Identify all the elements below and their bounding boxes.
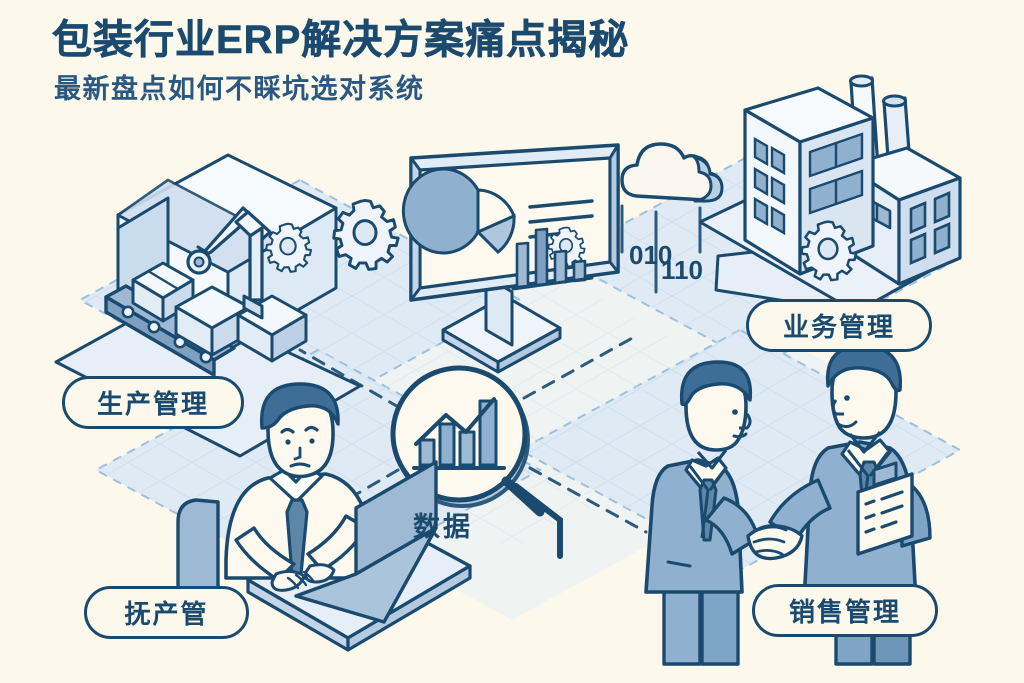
page-subtitle: 最新盘点如何不睬坑选对系统 xyxy=(54,73,425,104)
laptop-keyboard xyxy=(294,526,438,624)
cardboard-box-1 xyxy=(131,261,195,323)
page-title: 包装行业ERP解决方案痛点揭秘 xyxy=(52,18,630,63)
office-windows-left xyxy=(753,136,786,236)
belt-roller xyxy=(147,320,161,334)
laptop xyxy=(294,460,438,624)
badge-business[interactable]: 业务管理 xyxy=(746,299,932,352)
binary-digits-upper: 010 xyxy=(629,240,673,270)
nose-right-man xyxy=(831,399,844,416)
clipboard-clip xyxy=(872,461,898,487)
trend-line xyxy=(414,397,496,446)
worker-nose xyxy=(293,446,302,461)
scene-cloud xyxy=(620,142,724,294)
badge-operations[interactable]: 抚产管 xyxy=(84,586,249,639)
clipboard-lines xyxy=(864,490,904,534)
businessman-left xyxy=(644,360,760,666)
connector-to-sales xyxy=(528,466,648,534)
worker-eyebrow-right xyxy=(304,425,319,432)
mouth-left-man xyxy=(732,432,748,439)
scene-monitor xyxy=(401,143,620,374)
handshake-hands xyxy=(746,524,804,561)
clipboard xyxy=(856,461,914,556)
scene-factory xyxy=(698,74,962,314)
worker-hand-right xyxy=(304,563,336,584)
worker-hair xyxy=(259,382,340,430)
robotic-arm xyxy=(186,206,272,320)
badge-sales[interactable]: 销售管理 xyxy=(752,584,938,637)
center-data-label: 数据 xyxy=(413,512,473,542)
smile-right-man xyxy=(836,420,858,429)
header-block: 包装行业ERP解决方案痛点揭秘 最新盘点如何不睬坑选对系统 xyxy=(52,18,629,105)
connector-to-production xyxy=(298,348,402,410)
screen-bar-chart xyxy=(511,227,594,291)
magnifier-handle-extension xyxy=(513,483,563,559)
nose-left-man xyxy=(739,413,752,430)
worker-eyebrow-left xyxy=(280,427,295,434)
pie-chart xyxy=(401,167,516,255)
worker-eye-left xyxy=(285,439,291,445)
screen-contents xyxy=(401,167,594,291)
gear-large xyxy=(332,198,400,271)
badge-production[interactable]: 生产管理 xyxy=(62,376,244,429)
worker-eye-right xyxy=(309,438,315,444)
worker-arm-left xyxy=(234,526,296,582)
eye-left-man xyxy=(732,409,738,415)
worker-frown-mouth xyxy=(289,462,311,468)
eye-right-man xyxy=(844,395,850,401)
binary-digits-lower: 110 xyxy=(661,255,703,285)
magnifier-bar-chart xyxy=(412,397,506,470)
worker-face xyxy=(280,425,319,468)
factory-windows-right xyxy=(909,191,951,265)
scene-office-worker xyxy=(176,382,472,652)
arm-left-man xyxy=(704,496,760,556)
magnifier-handle xyxy=(501,476,545,517)
connector-to-business xyxy=(522,334,638,400)
belt-roller xyxy=(121,305,135,319)
data-stream-lines xyxy=(620,204,702,294)
worker-arm-right xyxy=(306,514,368,572)
